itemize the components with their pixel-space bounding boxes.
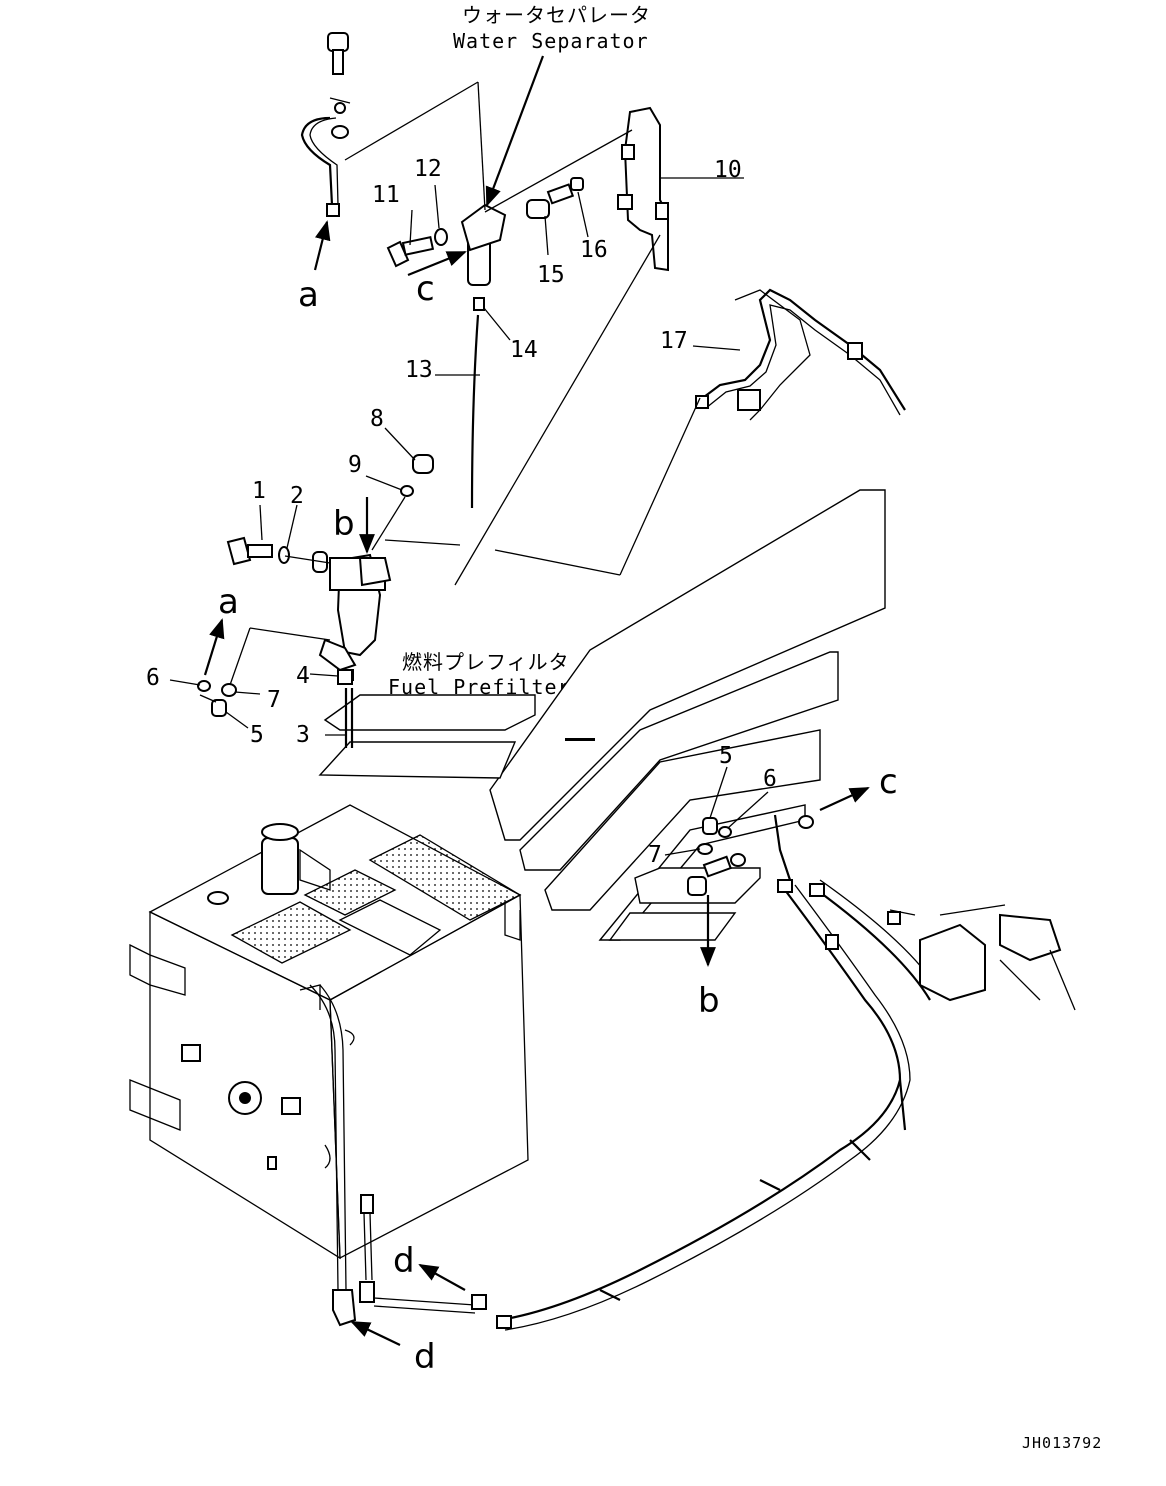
washer-12 <box>434 228 448 246</box>
fuel-line-routing <box>499 879 1076 1331</box>
label-part-16: 16 <box>580 237 608 263</box>
fuel-prefilter-title-jp: 燃料プレフィルタ <box>402 650 570 674</box>
ref-letter-a-top: a <box>298 275 319 315</box>
label-part-14: 14 <box>510 337 538 363</box>
label-part-13: 13 <box>405 357 433 383</box>
washer-right-2 <box>798 815 814 829</box>
ref-letter-a-mid: a <box>218 582 239 622</box>
label-part-7-left: 7 <box>267 687 281 713</box>
label-part-12: 12 <box>414 156 442 182</box>
ref-letter-d-upper: d <box>393 1241 415 1281</box>
ref-letter-b-low: b <box>698 981 720 1021</box>
water-separator-pointer <box>485 55 545 207</box>
o-ring-9 <box>400 485 414 497</box>
fuel-prefilter-assembly <box>318 553 392 748</box>
label-part-5-left: 5 <box>250 722 264 748</box>
bolt-right <box>687 855 732 896</box>
ref-letter-d-lower: d <box>414 1337 436 1377</box>
washer-right-1 <box>730 853 746 867</box>
label-part-11: 11 <box>372 182 400 208</box>
bolt-1 <box>226 536 273 566</box>
label-part-6-left: 6 <box>146 665 160 691</box>
ref-letter-c-right: c <box>879 762 898 802</box>
tank-drain-pipe <box>309 984 512 1329</box>
water-separator-title-en: Water Separator <box>453 29 649 53</box>
label-part-1: 1 <box>252 478 266 504</box>
bracket-10 <box>617 106 669 272</box>
label-part-6-right: 6 <box>763 766 777 792</box>
label-part-2: 2 <box>290 483 304 509</box>
label-part-7-right: 7 <box>648 842 662 868</box>
right-pipe-stub <box>773 814 792 881</box>
water-separator-assembly <box>460 203 507 509</box>
guide-lines <box>199 81 701 703</box>
ref-letter-c-top: c <box>416 269 435 309</box>
chevron-marks <box>318 489 886 941</box>
washer-16 <box>570 177 584 191</box>
leader-lines <box>169 177 769 856</box>
fitting-8-body <box>412 454 434 474</box>
water-separator-title-jp: ウォータセパレータ <box>462 3 651 27</box>
label-part-17: 17 <box>660 328 688 354</box>
small-dash <box>565 738 595 741</box>
bolt-15 <box>526 183 575 219</box>
label-part-5-right: 5 <box>719 743 733 769</box>
label-part-3: 3 <box>296 722 310 748</box>
harness-17 <box>695 288 906 421</box>
label-part-9: 9 <box>348 452 362 478</box>
o-ring-7-left <box>221 683 237 697</box>
plug-5-right <box>702 817 718 835</box>
fitting-4 <box>337 669 353 685</box>
o-ring-7-right <box>697 843 713 855</box>
washer-2 <box>278 546 290 564</box>
label-part-4: 4 <box>296 663 310 689</box>
label-part-10: 10 <box>714 157 742 183</box>
label-part-8: 8 <box>370 406 384 432</box>
plug-5-left <box>211 699 227 717</box>
drawing-code: JH013792 <box>1022 1434 1102 1452</box>
o-ring-6-left <box>197 680 211 692</box>
label-part-15: 15 <box>537 262 565 288</box>
o-ring-6-right <box>718 826 732 838</box>
reference-arrows <box>203 220 870 1346</box>
fuel-tank <box>129 804 529 1260</box>
ref-letter-b-mid: b <box>333 504 355 544</box>
upper-pipe-assembly <box>300 32 349 217</box>
